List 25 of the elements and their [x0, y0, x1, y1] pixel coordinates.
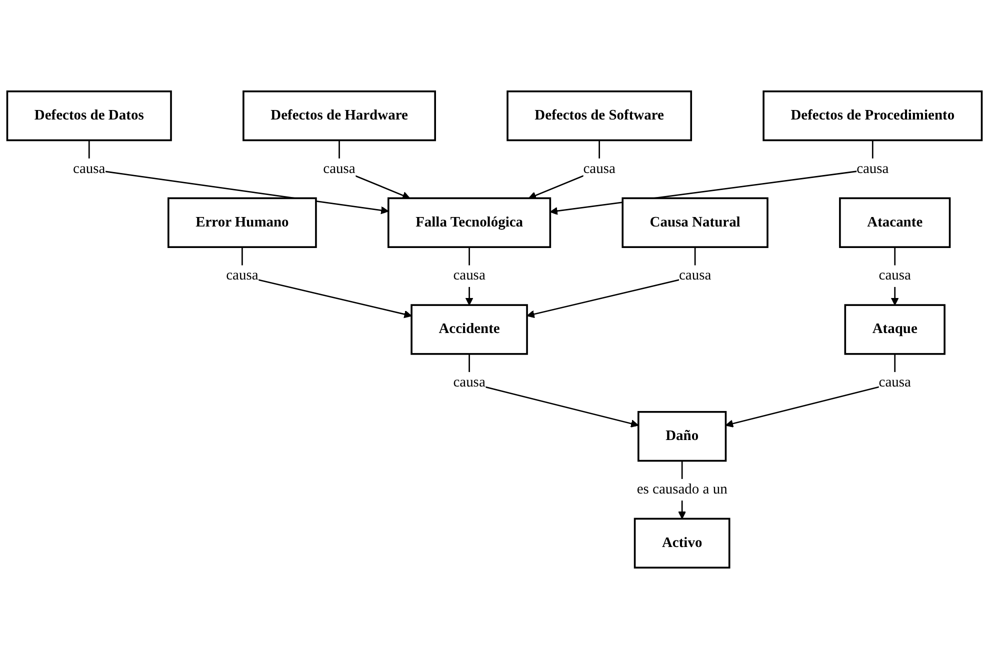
edge-label: causa	[73, 161, 106, 176]
node-box: Defectos de Software	[506, 90, 692, 142]
edge-label: causa	[323, 161, 356, 176]
node-box: Ataque	[844, 304, 946, 355]
node-box: Activo	[634, 518, 730, 569]
node-box: Daño	[638, 411, 727, 462]
node-box: Accidente	[410, 304, 528, 355]
node-box: Causa Natural	[622, 197, 768, 248]
edge-label: causa	[878, 374, 911, 390]
arrow	[550, 140, 874, 215]
edge-label: causa	[678, 268, 712, 284]
edge-label: es causado a un	[636, 482, 728, 498]
edge-label: causa	[453, 268, 486, 284]
arrow	[88, 140, 389, 214]
edge-label: causa	[856, 161, 889, 176]
edge-label: causa	[453, 374, 486, 390]
node-box: Error Humano	[168, 197, 317, 248]
node-box: Defectos de Procedimiento	[762, 90, 983, 142]
node-box: Falla Tecnológica	[388, 197, 552, 248]
node-box: Defectos de Hardware	[242, 90, 436, 142]
node-box: Atacante	[839, 197, 951, 248]
node-box: Defectos de Datos	[6, 90, 172, 142]
edge-label: causa	[583, 161, 616, 176]
edge-label: causa	[878, 268, 911, 284]
edge-label: causa	[226, 268, 258, 284]
